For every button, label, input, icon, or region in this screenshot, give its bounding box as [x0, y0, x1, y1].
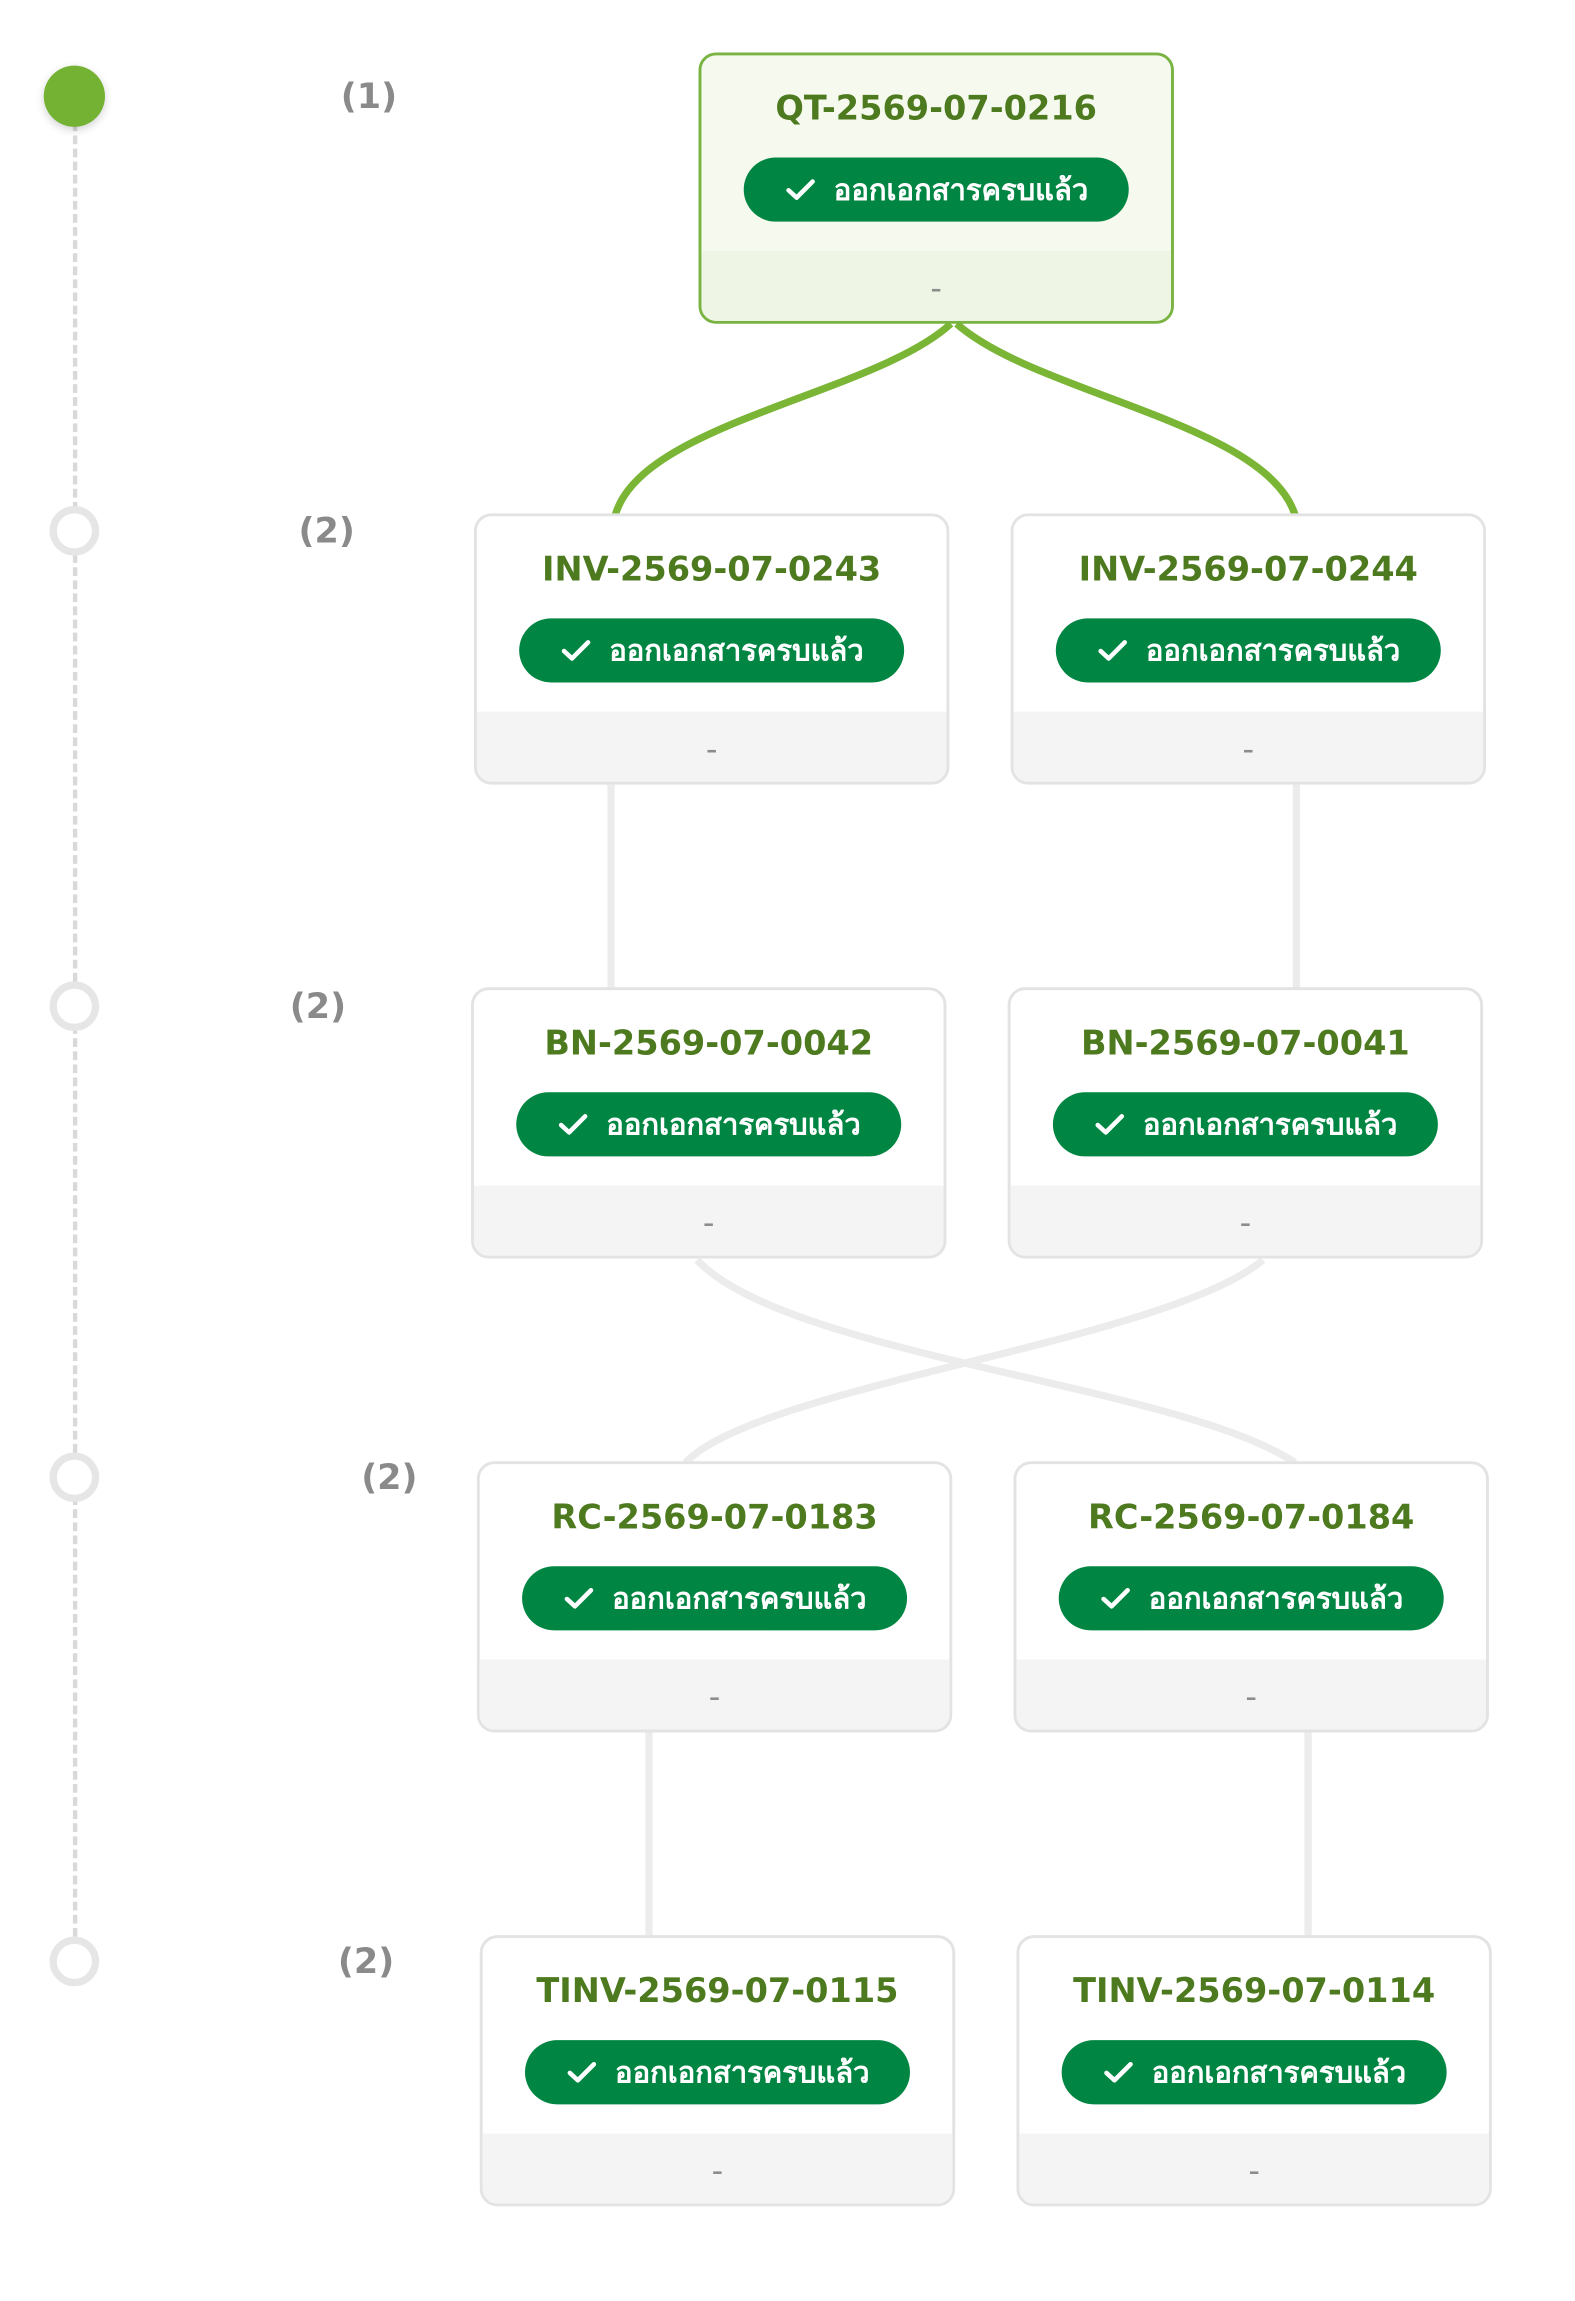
document-card-tax-invoice[interactable]: TINV-2569-07-0114 ออกเอกสารครบแล้ว - [1016, 1935, 1492, 2207]
document-card-receipt[interactable]: RC-2569-07-0183 ออกเอกสารครบแล้ว - [476, 1461, 953, 1733]
status-badge: ออกเอกสารครบแล้ว [1055, 618, 1441, 683]
document-number: QT-2569-07-0216 [775, 90, 1098, 129]
status-badge: ออกเอกสารครบแล้ว [1052, 1092, 1438, 1157]
check-icon [1103, 2061, 1133, 2083]
status-label: ออกเอกสารครบแล้ว [609, 632, 864, 668]
status-label: ออกเอกสารครบแล้ว [606, 1106, 861, 1142]
document-card-quotation[interactable]: QT-2569-07-0216 ออกเอกสารครบแล้ว - [698, 52, 1174, 324]
card-footer-value: - [479, 1659, 950, 1730]
document-number: TINV-2569-07-0114 [1073, 1973, 1436, 2011]
card-footer-value: - [473, 1185, 944, 1256]
document-number: INV-2569-07-0243 [542, 551, 882, 590]
document-number: RC-2569-07-0184 [1088, 1499, 1415, 1538]
check-icon [1098, 640, 1127, 661]
document-number: TINV-2569-07-0115 [536, 1973, 899, 2011]
status-label: ออกเอกสารครบแล้ว [1145, 632, 1401, 668]
document-number: RC-2569-07-0183 [551, 1499, 878, 1538]
card-footer-value: - [482, 2133, 953, 2204]
timeline-dot-level-2 [49, 506, 100, 556]
status-badge: ออกเอกสารครบแล้ว [1058, 1566, 1444, 1631]
connector-bn-0042-to-rc-0184 [694, 1257, 1298, 1466]
card-footer-value: - [1013, 711, 1484, 782]
card-footer-value: - [1010, 1185, 1481, 1256]
check-icon [561, 640, 590, 661]
document-card-invoice[interactable]: INV-2569-07-0243 ออกเอกสารครบแล้ว - [473, 513, 950, 785]
document-card-billing-note[interactable]: BN-2569-07-0041 ออกเอกสารครบแล้ว - [1007, 987, 1484, 1259]
level-count-3: (2) [289, 985, 347, 1027]
card-footer-value: - [1016, 1659, 1487, 1730]
document-number: BN-2569-07-0042 [544, 1025, 874, 1064]
card-footer-value: - [701, 250, 1172, 321]
card-footer-value: - [1019, 2133, 1489, 2204]
status-badge: ออกเอกสารครบแล้ว [524, 2040, 910, 2105]
check-icon [564, 1588, 593, 1609]
check-icon [567, 2061, 596, 2083]
document-card-tax-invoice[interactable]: TINV-2569-07-0115 ออกเอกสารครบแล้ว - [479, 1935, 956, 2207]
status-badge: ออกเอกสารครบแล้ว [1061, 2040, 1447, 2105]
document-card-receipt[interactable]: RC-2569-07-0184 ออกเอกสารครบแล้ว - [1013, 1461, 1489, 1733]
status-label: ออกเอกสารครบแล้ว [615, 2054, 870, 2090]
status-badge: ออกเอกสารครบแล้ว [743, 157, 1129, 222]
card-footer-value: - [476, 711, 947, 782]
timeline-dot-level-3 [49, 981, 100, 1032]
status-label: ออกเอกสารครบแล้ว [1142, 1106, 1398, 1142]
document-number: BN-2569-07-0041 [1080, 1025, 1410, 1064]
connector-bn-0041-to-rc-0183 [682, 1257, 1266, 1466]
status-badge: ออกเอกสารครบแล้ว [522, 1566, 908, 1631]
timeline-dot-level-4 [49, 1452, 100, 1503]
status-label: ออกเอกสารครบแล้ว [1148, 1580, 1404, 1616]
check-icon [1095, 1114, 1124, 1135]
timeline-dot-level-1 [43, 65, 105, 127]
level-count-4: (2) [361, 1456, 418, 1498]
status-label: ออกเอกสารครบแล้ว [1151, 2054, 1407, 2090]
connector-root-to-inv-0243 [611, 321, 954, 516]
status-badge: ออกเอกสารครบแล้ว [516, 1092, 902, 1157]
check-icon [785, 179, 815, 200]
status-label: ออกเอกสารครบแล้ว [612, 1580, 867, 1616]
timeline-dot-level-5 [49, 1936, 100, 1987]
level-count-5: (2) [337, 1940, 395, 1982]
document-number: INV-2569-07-0244 [1078, 551, 1418, 590]
level-count-1: (1) [340, 75, 398, 117]
level-count-2: (2) [298, 510, 355, 552]
status-badge: ออกเอกสารครบแล้ว [519, 618, 905, 683]
check-icon [558, 1114, 588, 1135]
document-card-billing-note[interactable]: BN-2569-07-0042 ออกเอกสารครบแล้ว - [471, 987, 947, 1259]
connector-root-to-inv-0244 [954, 321, 1299, 516]
status-label: ออกเอกสารครบแล้ว [833, 172, 1089, 208]
check-icon [1100, 1588, 1130, 1609]
document-card-invoice[interactable]: INV-2569-07-0244 ออกเอกสารครบแล้ว - [1010, 513, 1487, 785]
